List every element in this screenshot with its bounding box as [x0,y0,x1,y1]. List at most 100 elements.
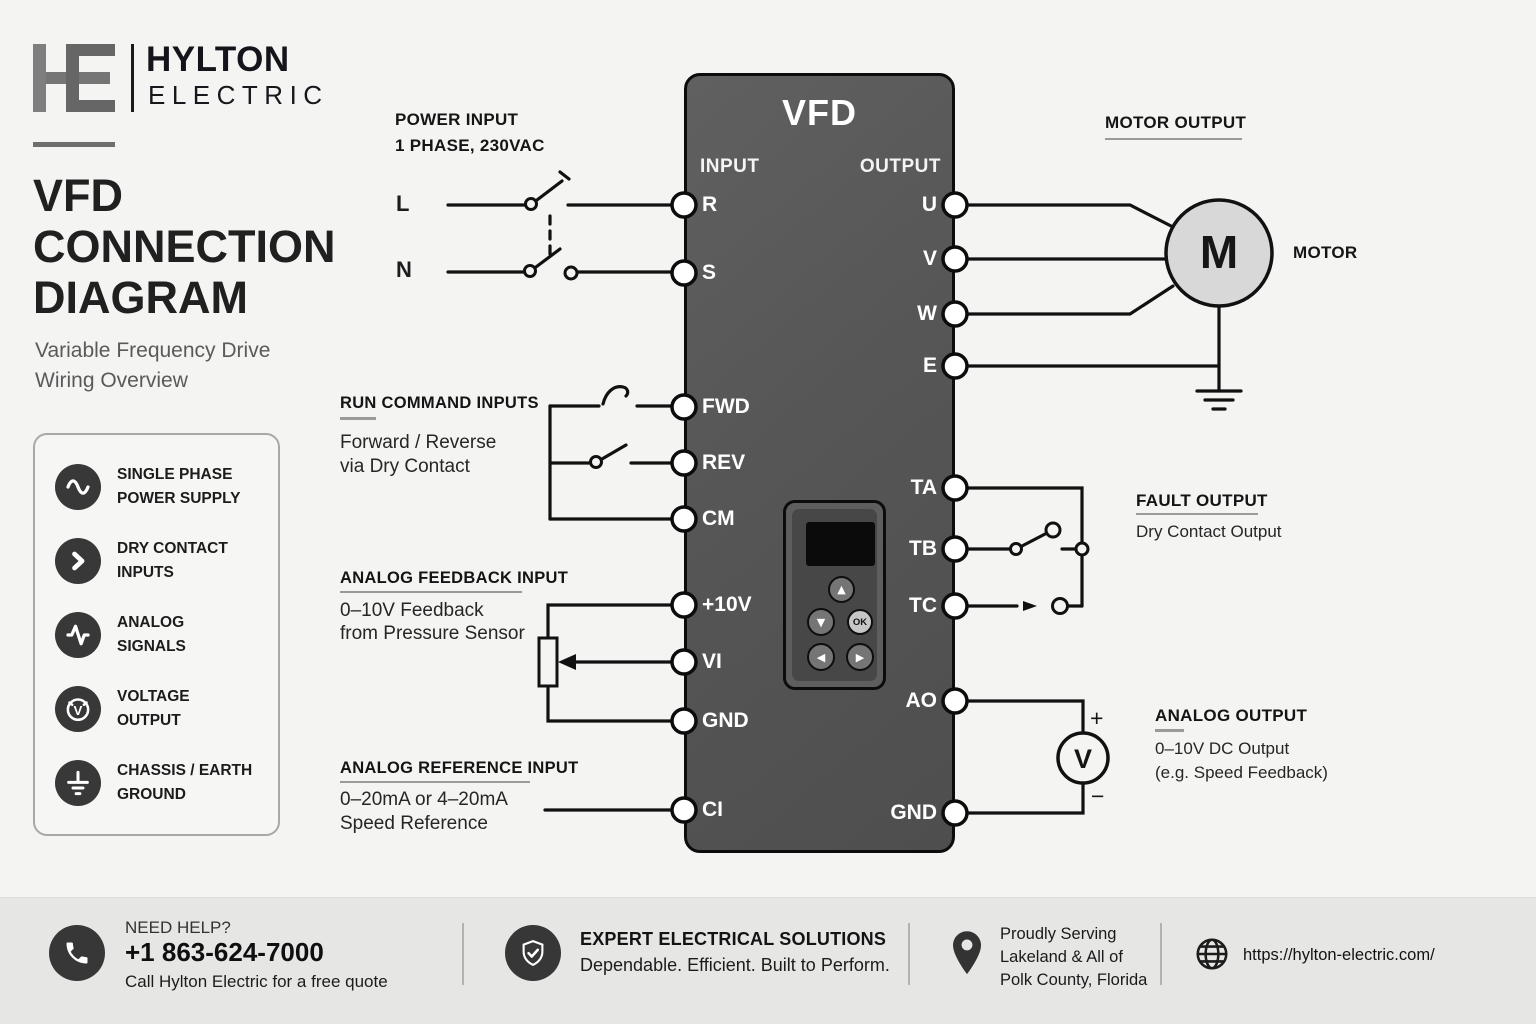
terminal-label-R: R [702,193,718,216]
switch-pivot-N [523,264,537,278]
power-input-heading: POWER INPUT [395,110,519,129]
vfd-keypad: ▲ ▼ OK ◀ ▶ [783,500,886,690]
page-title: VFD CONNECTION DIAGRAM [33,170,336,323]
analog-feedback-heading: ANALOG FEEDBACK INPUT [340,569,569,587]
keypad-panel: ▲ ▼ OK ◀ ▶ [792,509,877,681]
plus-sign: + [1090,705,1104,731]
sine-wave-icon [55,464,101,510]
terminal-label-W: W [917,302,937,325]
subtitle-line1: Variable Frequency Drive [35,339,271,362]
switch-blade-L [535,170,571,202]
motor-label: MOTOR [1293,243,1358,262]
legend-label-chassis-ground: CHASSIS / EARTH GROUND [117,762,253,803]
analog-output-line1: 0–10V DC Output [1155,739,1290,758]
terminal-label-S: S [702,261,717,284]
phone-caption: Call Hylton Electric for a free quote [125,972,388,991]
hylton-electric-logo-monogram [33,44,115,112]
expert-caption: Dependable. Efficient. Built to Perform. [580,955,890,975]
potentiometer-symbol [537,636,559,688]
ground-symbol [1195,389,1243,411]
run-command-line1: Forward / Reverse [340,432,497,453]
keypad-down-button[interactable]: ▼ [807,608,835,636]
keypad-right-button[interactable]: ▶ [846,643,874,671]
terminal-label-CI: CI [702,798,723,821]
voltage-meter-icon: V [55,686,101,732]
expert-heading: EXPERT ELECTRICAL SOLUTIONS [580,929,887,949]
wire-w [965,284,1175,316]
switch-pivot-tb [1009,542,1023,556]
legend-label-single-phase: SINGLE PHASE POWER SUPPLY [117,466,241,507]
run-command-line2: via Dry Contact [340,456,470,477]
terminal-label-VI: VI [702,650,722,673]
terminal-label-U: U [921,193,937,216]
terminal-label-GND-right: GND [890,801,937,824]
subtitle-line2: Wiring Overview [35,369,188,392]
vfd-output-heading: OUTPUT [859,156,941,177]
terminal-label-TC: TC [909,594,937,617]
switch-contact-tc [1051,597,1069,615]
terminal-label-E: E [922,354,937,377]
wire-ao [965,699,1085,735]
fault-output-heading: FAULT OUTPUT [1136,491,1268,510]
analog-wave-icon [55,612,101,658]
logo-divider [131,44,134,112]
vfd-input-heading: INPUT [700,156,760,177]
terminal-label-GND-left: GND [702,709,749,732]
map-pin-icon [953,931,981,975]
phone-number[interactable]: +1 863-624-7000 [125,937,324,967]
footer-divider-1 [462,923,464,985]
analog-feedback-underline [340,591,522,593]
voltmeter-letter: V [1073,744,1092,774]
keypad-display [806,522,875,566]
terminal-label-V: V [922,247,937,270]
wiper-arrowhead [558,654,576,670]
terminal-label-10V: +10V [702,593,752,616]
terminal-label-TB: TB [909,537,937,560]
page-title-line3: DIAGRAM [33,272,248,323]
vfd-block [684,73,955,853]
website-url[interactable]: https://hylton-electric.com/ [1243,946,1435,964]
neutral-terminal-label: N [396,257,412,282]
serving-text: Proudly Serving Lakeland & All of Polk C… [1000,925,1148,989]
need-help-label: NEED HELP? [125,918,231,937]
motor-output-heading: MOTOR OUTPUT [1105,113,1247,132]
analog-feedback-line1: 0–10V Feedback [340,600,484,621]
brand-name: HYLTON [146,40,290,79]
page-title-line2: CONNECTION [33,221,336,272]
legend-box: SINGLE PHASE POWER SUPPLY DRY CONTACT IN… [33,433,280,836]
keypad-left-button[interactable]: ◀ [807,643,835,671]
wire-gnd-right [965,782,1085,815]
terminal-label-TA: TA [910,476,937,499]
earth-ground-icon [55,760,101,806]
terminal-label-CM: CM [702,507,735,530]
minus-sign: − [1091,783,1105,809]
analog-output-line2: (e.g. Speed Feedback) [1155,763,1328,782]
switch-blade-fwd [601,385,630,406]
analog-feedback-line2: from Pressure Sensor [340,623,525,644]
chevron-right-icon [55,538,101,584]
tc-contact-tick [1023,601,1037,611]
page-subtitle: Variable Frequency Drive Wiring Overview [35,336,270,396]
analog-output-underline [1155,729,1184,732]
keypad-ok-button[interactable]: OK [847,609,873,635]
wire-ta [965,486,1084,608]
vfd-title: VFD [782,92,857,133]
fault-output-caption: Dry Contact Output [1136,522,1282,541]
switch-contact-tb [1044,521,1062,539]
power-input-spec: 1 PHASE, 230VAC [395,136,545,155]
analog-reference-heading: ANALOG REFERENCE INPUT [340,759,579,777]
keypad-up-button[interactable]: ▲ [828,576,855,603]
analog-reference-underline [340,781,530,783]
switch-blade-tb [1020,531,1049,548]
motor-symbol-letter: M [1199,226,1239,278]
wire-u [965,203,1175,229]
page-title-line1: VFD [33,170,123,221]
run-command-underline [340,417,376,420]
switch-pivot-L [524,197,538,211]
motor-output-underline [1105,138,1242,140]
logo-underline [33,142,115,147]
phone-icon [49,925,105,981]
footer-divider-2 [908,923,910,985]
terminal-label-AO: AO [905,689,938,712]
